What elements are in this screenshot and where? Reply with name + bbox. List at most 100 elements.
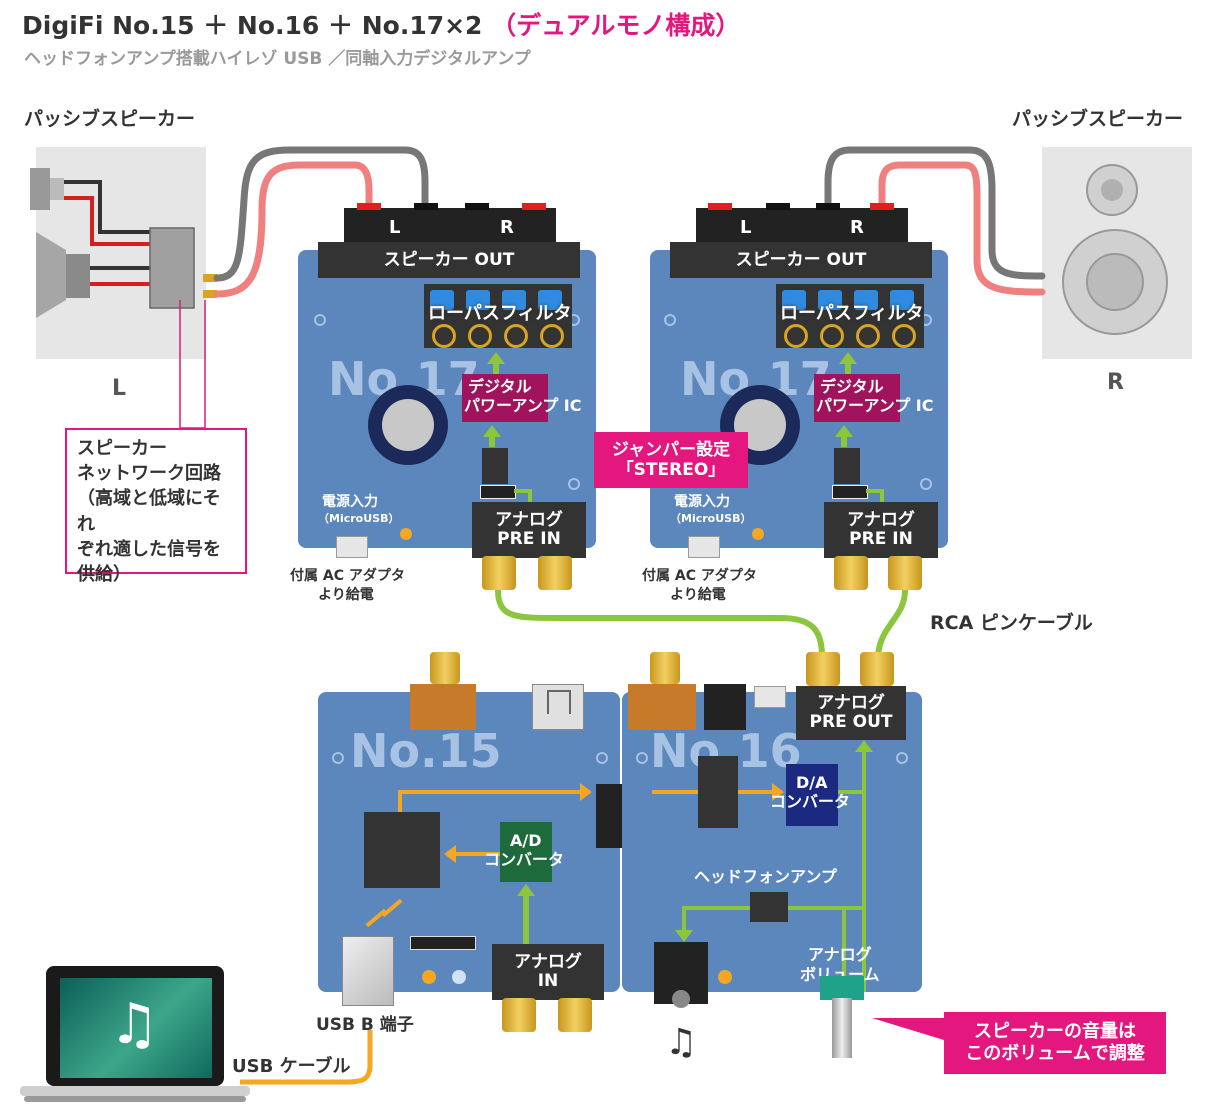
network-line-2: ネットワーク回路 [77, 463, 221, 485]
usb-port-icon [336, 536, 368, 558]
lowpass-coil [818, 290, 842, 310]
no15-label: No.15 [350, 724, 502, 778]
headphone-amp-label: ヘッドフォンアンプ [694, 867, 837, 886]
lowpass-cap [540, 324, 564, 348]
signal-arrow-stem [493, 362, 499, 374]
right-speaker-heading: パッシブスピーカー [1012, 108, 1184, 130]
lowpass-cap [784, 324, 808, 348]
volume-knob [820, 976, 864, 1000]
right-speaker-channel: R [1107, 370, 1124, 395]
green-wire [682, 906, 686, 932]
rca-jack-icon [650, 652, 680, 684]
mount-hole [332, 752, 344, 764]
no17-left-adapter-line2: より給電 [318, 587, 374, 603]
no17-left-pre-in: アナログ PRE IN [472, 502, 586, 558]
adc-block [500, 822, 552, 882]
music-note-icon: ♫ [108, 992, 160, 1057]
network-line-5: 供給） [77, 563, 131, 585]
orange-wire [652, 790, 698, 794]
lowpass-cap [468, 324, 492, 348]
no17-right-terminal-red [708, 203, 732, 210]
no15-led-blue [452, 970, 466, 984]
green-wire [838, 790, 866, 794]
laptop-screen [60, 978, 212, 1078]
dac-line1: D/A [796, 773, 828, 792]
adc-line1: A/D [510, 831, 542, 850]
no17-right-jumper-header [834, 448, 860, 484]
speaker-out-label: スピーカー OUT [735, 249, 867, 270]
orange-wire [398, 790, 584, 794]
signal-arrow-down [675, 930, 693, 942]
green-wire [788, 906, 866, 910]
no17-right-jumper-pins [832, 485, 868, 499]
signal-arrow-up [517, 884, 535, 896]
no17-left-terminal-black [414, 203, 438, 210]
lowpass-coil [538, 290, 562, 310]
jumper-callout-line1: ジャンパー設定 [611, 439, 731, 460]
no15-pin-header [410, 936, 476, 950]
volume-callout-line2: このボリュームで調整 [965, 1043, 1145, 1064]
mount-hole [314, 314, 326, 326]
rca-jack-icon [888, 556, 922, 590]
lowpass-coil [890, 290, 914, 310]
lowpass-cap [856, 324, 880, 348]
jumper-callout-line2: 「STEREO」 [616, 460, 726, 480]
no17-left-terminal-block [344, 208, 556, 244]
mount-hole [568, 478, 580, 490]
no17-right-power-line2: （MicroUSB） [670, 512, 752, 525]
no17-right-terminal-l: L [740, 217, 752, 238]
volume-callout-line1: スピーカーの音量は [974, 1021, 1136, 1043]
signal-arrow-stem [523, 894, 529, 944]
mount-hole [920, 478, 932, 490]
speaker-network-note: スピーカー ネットワーク回路 （高域と低域にそれ ぞれ適した信号を 供給） [65, 428, 247, 585]
dac-block [786, 764, 838, 826]
rca-jack-icon [538, 556, 572, 590]
no17-right-adapter-line2: より給電 [670, 587, 726, 603]
right-speaker [1042, 147, 1192, 359]
network-line-1: スピーカー [77, 438, 167, 459]
no17-left-amp-line2: パワーアンプ IC [464, 396, 582, 415]
pre-in-line2: PRE IN [497, 529, 561, 549]
lowpass-cap [892, 324, 916, 348]
speaker-cables [213, 146, 1046, 298]
no17-left-speaker-out: スピーカー OUT [318, 242, 580, 278]
green-wire [528, 489, 532, 503]
no17-right-terminal-black-2 [816, 203, 840, 210]
lowpass-coil [782, 290, 806, 310]
coax-input-block [628, 684, 696, 730]
title-accent: （デュアルモノ構成） [491, 11, 741, 40]
mount-hole [664, 314, 676, 326]
no17-left-amp-ic [462, 374, 548, 422]
no16-chip [698, 756, 738, 828]
rca-cable-label: RCA ピンケーブル [930, 612, 1093, 634]
usb-port-icon [688, 536, 720, 558]
volume-callout: スピーカーの音量は このボリュームで調整 [944, 1012, 1166, 1074]
no17-right-amp-ic [814, 374, 900, 422]
volume-callout-pointer [872, 1018, 944, 1040]
analog-in-block: アナログ IN [492, 944, 604, 1000]
no15-processor [364, 812, 440, 888]
lowpass-cap [432, 324, 456, 348]
no17-left-adapter-line1: 付属 AC アダプタ [290, 568, 405, 584]
rca-jack-icon [430, 652, 460, 684]
signal-arrow-up [835, 425, 853, 437]
no16-led-orange [718, 970, 732, 984]
no17-right-terminal-block [696, 208, 908, 244]
lowpass-coil [430, 290, 454, 310]
lowpass-coil [502, 290, 526, 310]
pre-out-line1: アナログ [817, 693, 885, 714]
no17-right-terminal-black [766, 203, 790, 210]
lowpass-cap [504, 324, 528, 348]
signal-arrow-up [483, 425, 501, 437]
signal-arrow-up [839, 352, 857, 364]
no17-left-power-line2: （MicroUSB） [318, 512, 400, 525]
no17-left-capacitor-top [382, 399, 434, 451]
rca-jack-icon [482, 556, 516, 590]
rca-jack-icon [806, 652, 840, 686]
signal-arrow-up [487, 352, 505, 364]
no17-left-power-line1: 電源入力 [322, 494, 378, 510]
no17-left-lowpass-label: ローパスフィルタ [428, 303, 572, 324]
lowpass-coil [466, 290, 490, 310]
mount-hole [596, 752, 608, 764]
